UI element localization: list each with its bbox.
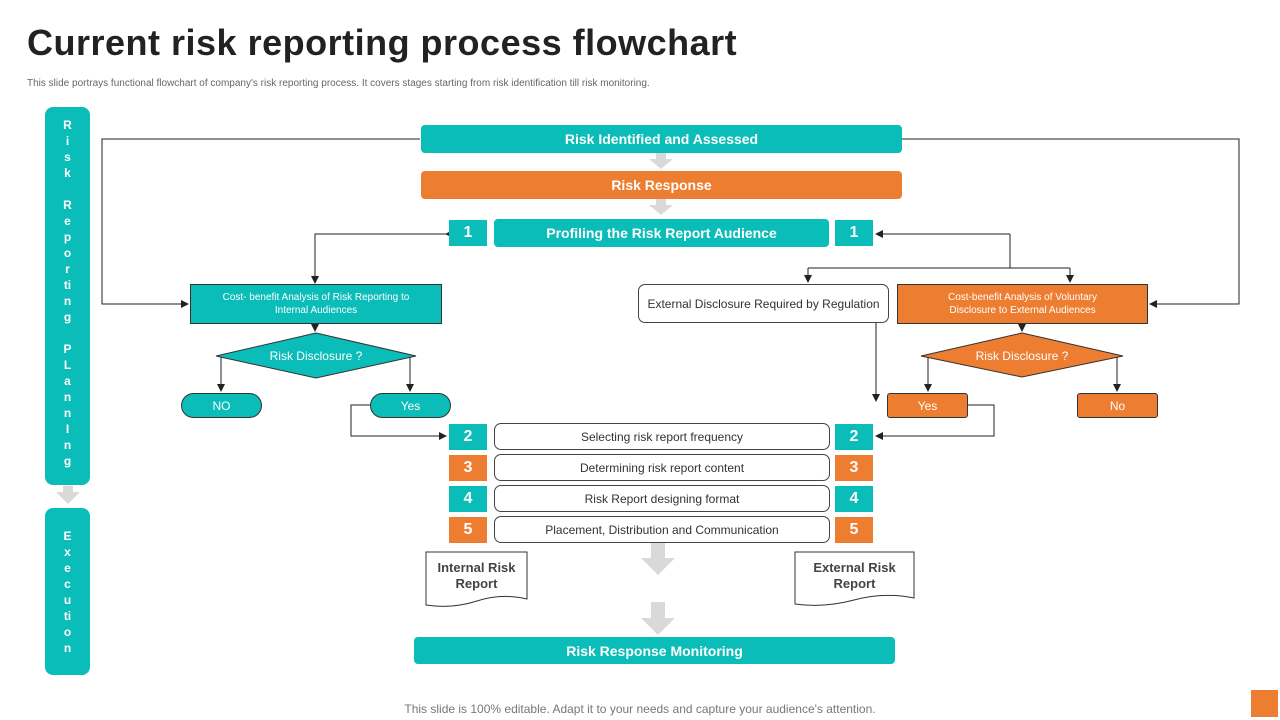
external-disclosure-box: External Disclosure Required by Regulati… [638,284,889,323]
vertical-letter: x [64,545,71,559]
gray-arrow-to-monitoring [641,602,675,635]
step-number-left: 5 [449,517,487,543]
vertical-letter: R [63,198,72,212]
vertical-letter: o [63,625,72,639]
step-box: Risk Report designing format [494,485,830,512]
left-no-pill: NO [181,393,262,418]
vertical-letter: i [65,134,70,148]
vertical-letter: e [64,561,71,575]
vertical-letter: s [64,150,71,164]
external-risk-report-label: External Risk Report [813,560,896,591]
vertical-letter: k [64,166,71,180]
step-number-left: 3 [449,455,487,481]
left-yes-pill: Yes [370,393,451,418]
step-number-right: 5 [835,517,873,543]
right-yes-pill: Yes [887,393,968,418]
vertical-letter: g [63,310,72,324]
footer-note: This slide is 100% editable. Adapt it to… [404,702,876,716]
vertical-letter: ti [63,609,72,623]
vertical-letter: ti [63,278,72,292]
profiling-number-left: 1 [449,220,487,246]
gray-arrow-identified-to-response [649,153,673,169]
vertical-letter: n [63,390,72,404]
vertical-letter: L [63,358,72,372]
step-number-right: 2 [835,424,873,450]
vertical-letter: r [65,262,70,276]
vertical-letter [63,325,72,341]
vertical-letter [63,181,72,197]
vertical-letter: g [63,454,72,468]
risk-identified-bar: Risk Identified and Assessed [421,125,902,153]
gray-arrows [56,153,675,635]
step-number-right: 4 [835,486,873,512]
internal-risk-report-label: Internal Risk Report [437,560,516,591]
diamond-left [215,332,417,379]
vertical-letter: R [63,118,72,132]
step-number-right: 3 [835,455,873,481]
vertical-letter: n [63,406,72,420]
diamond-right [920,332,1124,378]
right-no-pill: No [1077,393,1158,418]
vertical-letter: n [63,438,72,452]
step-number-left: 2 [449,424,487,450]
gray-arrow-steps-down [641,542,675,575]
vertical-letter: n [63,641,72,655]
vertical-letter: e [64,214,71,228]
gray-arrow-planning-to-execution [56,486,80,504]
profiling-bar: Profiling the Risk Report Audience [494,219,829,247]
gray-arrow-response-to-profiling [649,199,673,215]
vertical-letter: p [63,230,72,244]
vertical-letter: o [63,246,72,260]
vertical-letter: c [64,577,71,591]
cost-benefit-external-box: Cost-benefit Analysis of Voluntary Discl… [897,284,1148,324]
page-subtitle: This slide portrays functional flowchart… [27,78,650,89]
risk-response-monitoring-bar: Risk Response Monitoring [414,637,895,664]
risk-response-bar: Risk Response [421,171,902,199]
vertical-letter: n [63,294,72,308]
external-report-shape [794,551,915,606]
profiling-number-right: 1 [835,220,873,246]
cost-benefit-internal-box: Cost- benefit Analysis of Risk Reporting… [190,284,442,324]
internal-report-shape [425,551,528,607]
risk-disclosure-right-label: Risk Disclosure ? [975,349,1069,363]
step-box: Determining risk report content [494,454,830,481]
vertical-letter: u [63,593,72,607]
step-box: Placement, Distribution and Communicatio… [494,516,830,543]
risk-disclosure-left-label: Risk Disclosure ? [269,349,363,363]
vertical-letter: P [63,342,72,356]
page-title: Current risk reporting process flowchart [27,22,738,63]
vertical-letter: E [63,529,72,543]
vertical-letter: I [65,422,70,436]
step-box: Selecting risk report frequency [494,423,830,450]
vertical-letter: a [64,374,71,388]
step-number-left: 4 [449,486,487,512]
corner-accent [1251,690,1278,717]
